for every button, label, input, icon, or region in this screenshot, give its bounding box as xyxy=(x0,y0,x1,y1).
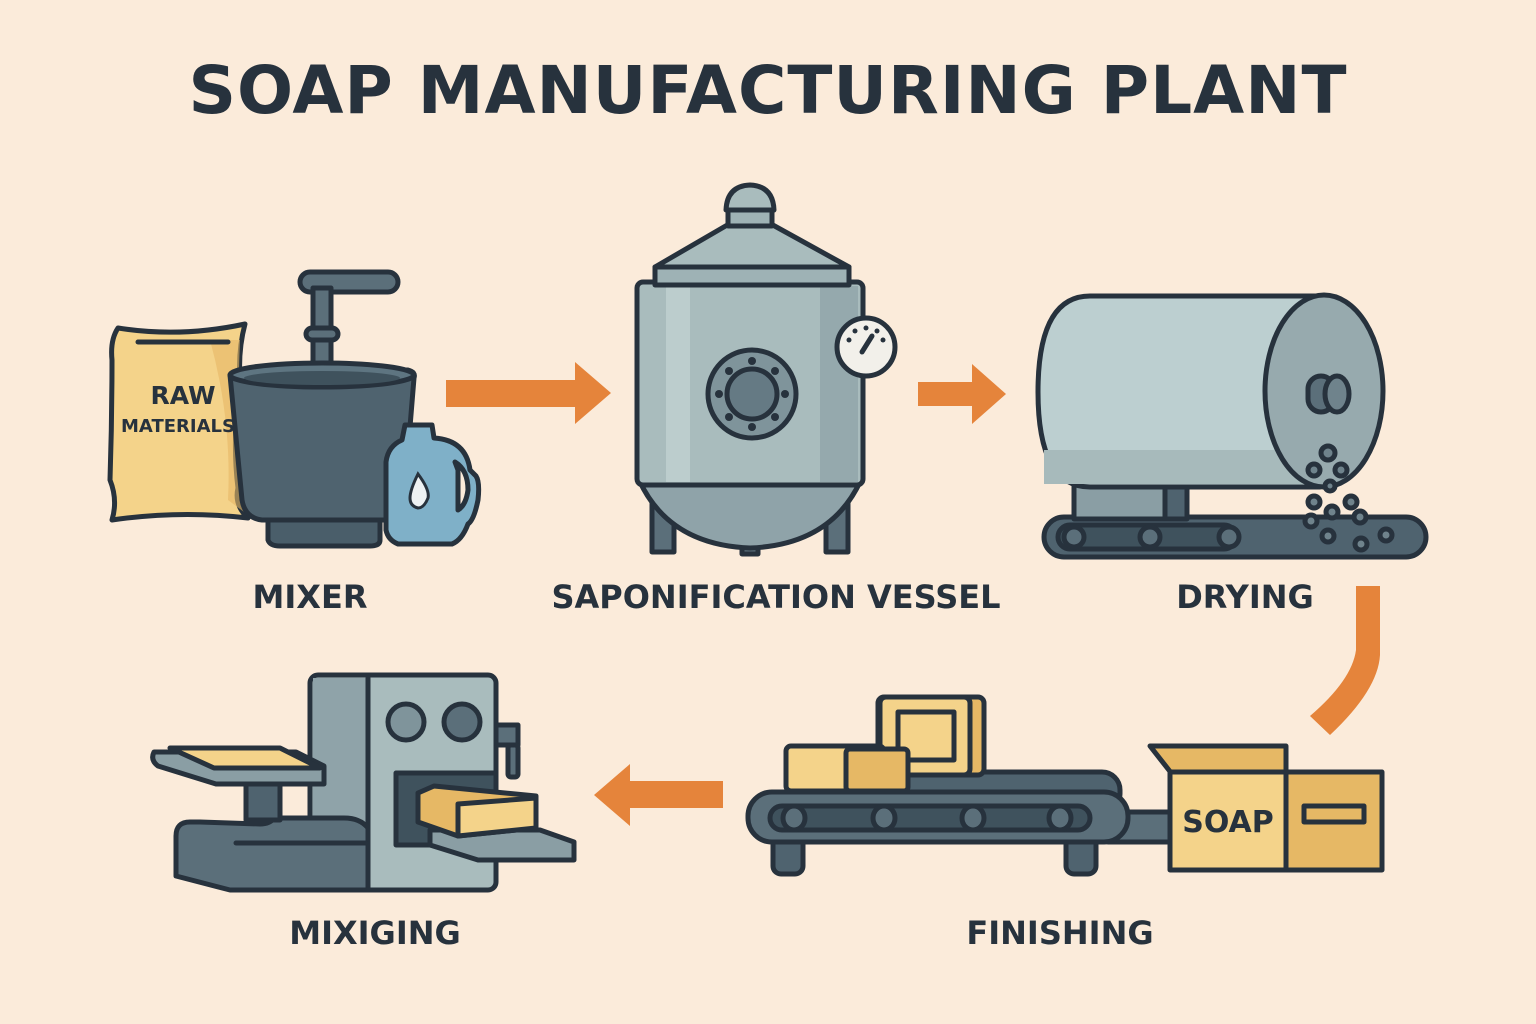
finishing-conveyor xyxy=(745,694,1173,877)
rotary-dryer xyxy=(1035,292,1429,560)
saponification-vessel xyxy=(634,182,898,557)
flow-arrow-3 xyxy=(1310,586,1380,735)
soap-pellets xyxy=(1302,443,1395,553)
flow-arrow-1 xyxy=(446,362,611,424)
soap-box: SOAP xyxy=(1147,743,1385,873)
stage-label-finishing: FINISHING xyxy=(966,914,1154,952)
stage-label-drying: DRYING xyxy=(1176,578,1314,616)
bag-label-raw: RAW xyxy=(150,381,215,410)
mixer-machine xyxy=(227,269,417,549)
pressure-gauge-icon xyxy=(834,315,898,379)
flow-arrow-4 xyxy=(594,764,723,826)
flow-arrow-2 xyxy=(918,364,1006,424)
page-title: SOAP MANUFACTURING PLANT xyxy=(188,52,1348,129)
raw-materials-bag: RAW MATERIALS xyxy=(107,321,251,523)
box-label: SOAP xyxy=(1182,805,1274,840)
stage-label-saponification: SAPONIFICATION VESSEL xyxy=(551,578,1001,616)
liquid-bottle xyxy=(383,422,482,547)
stage-label-mixiging: MIXIGING xyxy=(289,914,461,952)
bag-label-materials: MATERIALS xyxy=(121,416,235,437)
soap-press-machine xyxy=(150,672,577,893)
stage-label-mixer: MIXER xyxy=(252,578,368,616)
